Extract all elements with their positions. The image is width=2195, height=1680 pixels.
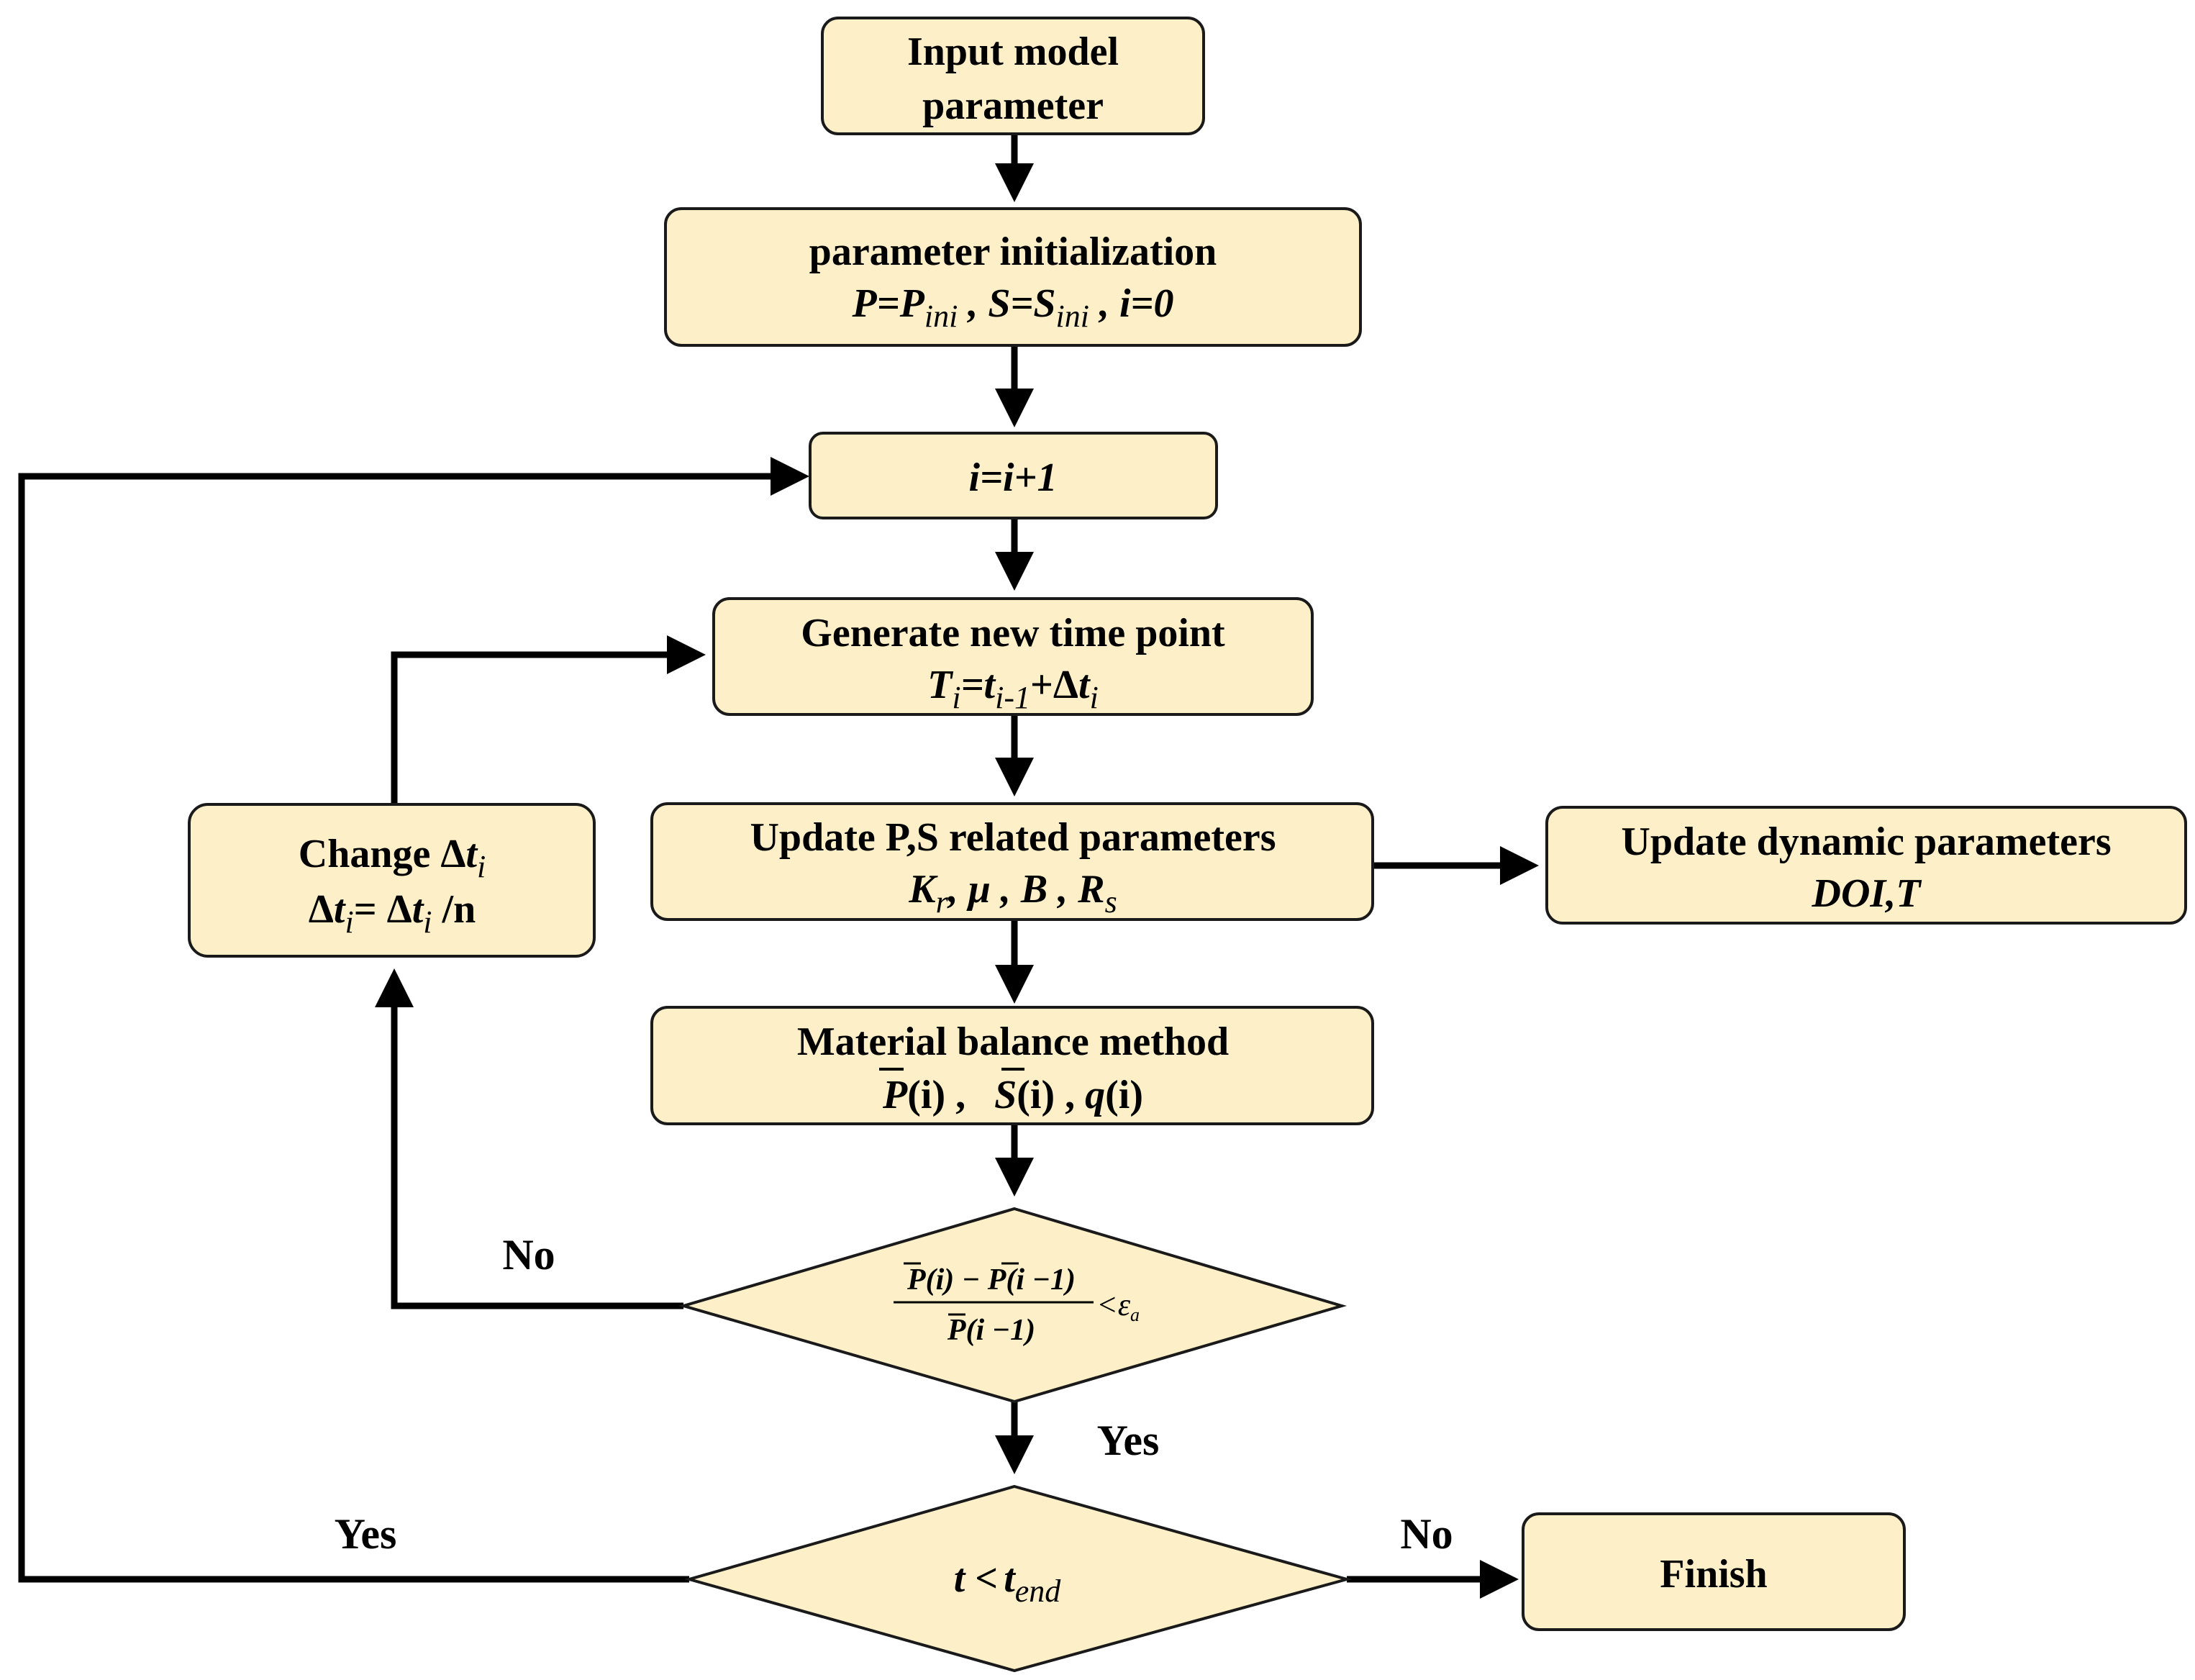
node-material-balance: Material balance method P(i) , S(i) , q(… — [650, 1006, 1374, 1125]
material-line1: Material balance method — [797, 1020, 1229, 1064]
node-time-check: t <tend — [683, 1484, 1353, 1673]
generate-line1: Generate new time point — [801, 611, 1225, 655]
label-yes-time: Yes — [335, 1510, 397, 1558]
node-change-dt: Change Δti Δti= Δti /n — [188, 803, 596, 958]
connectors — [18, 134, 1539, 1599]
label-yes-convergence: Yes — [1097, 1417, 1160, 1464]
node-update-dynamic-parameters: Update dynamic parameters DOI,T — [1545, 806, 2187, 925]
label-no-convergence: No — [502, 1231, 555, 1279]
node-update-ps-parameters: Update P,S related parameters Kr, μ , B … — [650, 802, 1374, 921]
check-denominator: P(i −1) — [947, 1314, 1035, 1347]
node-parameter-initialization: parameter initialization P=Pini , S=Sini… — [664, 207, 1362, 347]
check-numerator: P(i) − P(i −1) — [906, 1263, 1076, 1297]
node-input-parameter: Input model parameter — [821, 17, 1205, 135]
edge-time-yes-loop — [18, 457, 809, 1583]
init-line2: P=Pini , S=Sini , i=0 — [852, 281, 1174, 334]
input-line2: parameter — [922, 83, 1104, 128]
node-generate-time-point: Generate new time point Ti=ti-1+Δti — [712, 597, 1314, 716]
increment-label: i=i+1 — [969, 455, 1058, 500]
finish-label: Finish — [1660, 1552, 1767, 1597]
node-finish: Finish — [1522, 1512, 1906, 1631]
generate-line2: Ti=ti-1+Δti — [927, 663, 1099, 715]
label-no-time: No — [1400, 1510, 1453, 1558]
node-increment: i=i+1 — [809, 432, 1218, 519]
material-line2: P(i) , S(i) , q(i) — [882, 1073, 1143, 1117]
time-check-label: t <tend — [954, 1556, 1062, 1609]
update-ps-line2: Kr, μ , B , Rs — [908, 867, 1117, 920]
node-convergence-check: P(i) − P(i −1) P(i −1) <εa — [678, 1207, 1348, 1404]
change-dt-line2: Δti= Δti /n — [309, 887, 476, 940]
edge-change-generate — [391, 635, 706, 804]
change-dt-line1: Change Δti — [299, 832, 486, 884]
edge-check-no-change — [375, 968, 683, 1309]
input-line1: Input model — [907, 29, 1119, 74]
check-threshold: <εa — [1096, 1287, 1140, 1325]
init-line1: parameter initialization — [809, 230, 1217, 274]
update-dyn-line1: Update dynamic parameters — [1621, 819, 2111, 864]
update-dyn-line2: DOI,T — [1812, 871, 1923, 916]
update-ps-line1: Update P,S related parameters — [750, 815, 1276, 860]
